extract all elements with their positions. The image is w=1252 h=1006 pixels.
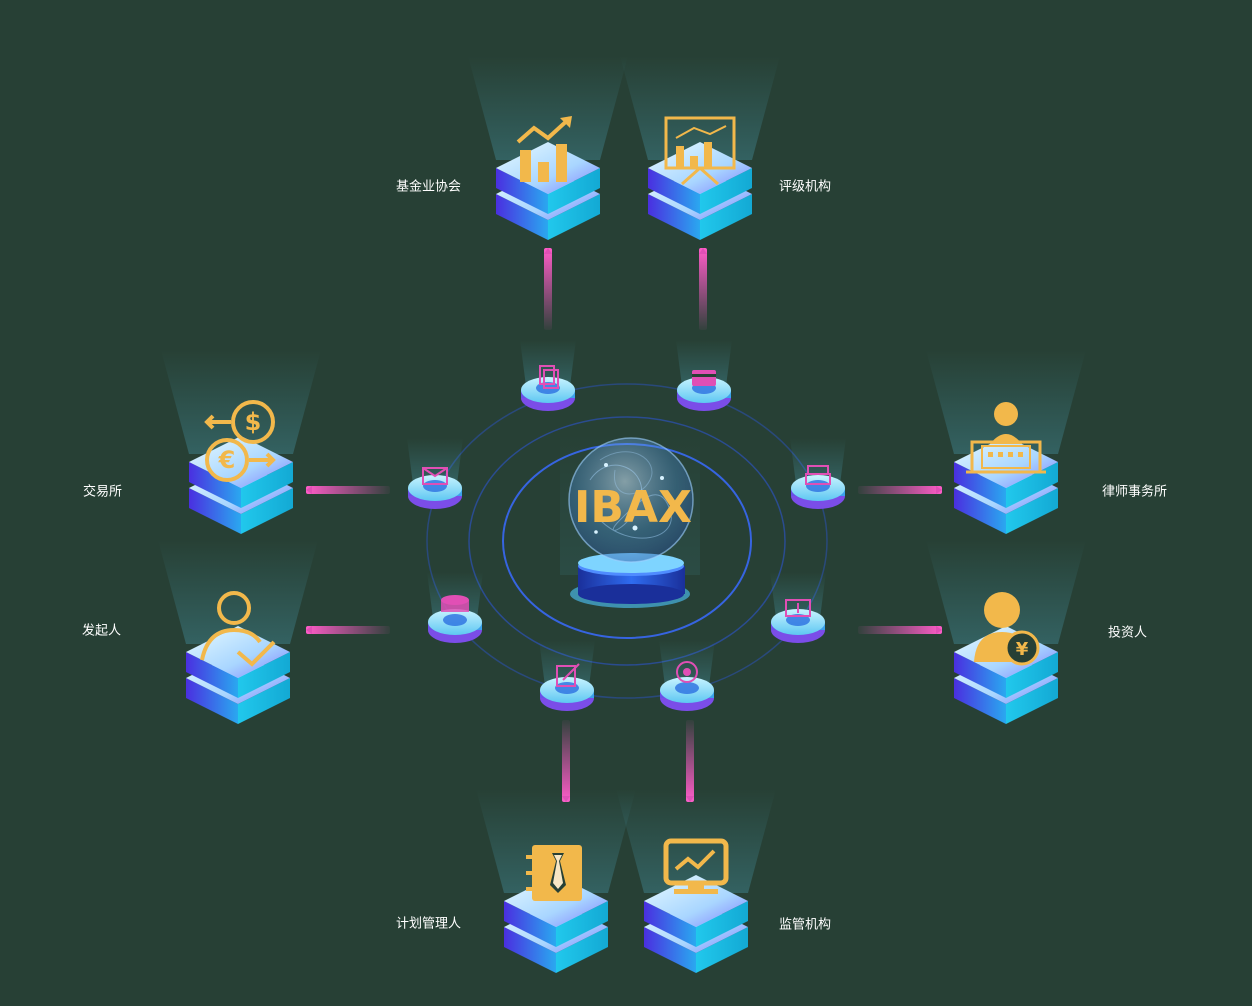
documents-icon bbox=[539, 365, 559, 389]
pedestal-ring bbox=[407, 340, 846, 711]
monitor-trend-icon bbox=[663, 838, 729, 894]
connector-regulator bbox=[686, 720, 694, 802]
node-investor: ¥ bbox=[926, 540, 1086, 724]
node-label-rating-agency: 评级机构 bbox=[779, 179, 832, 195]
wallet-yuan-icon bbox=[785, 599, 811, 617]
light-beam bbox=[468, 56, 628, 160]
orbit-rings bbox=[426, 383, 828, 699]
person-yuan-icon: ¥ bbox=[974, 592, 1040, 666]
light-beam bbox=[620, 56, 780, 160]
node-label-investor: 投资人 bbox=[1108, 625, 1148, 641]
connector-arrowhead bbox=[699, 248, 707, 254]
seal-stamp-icon bbox=[676, 661, 698, 683]
connector-law-firm bbox=[858, 486, 942, 494]
connector-fund-association bbox=[544, 248, 552, 330]
contract-sign-icon bbox=[556, 663, 580, 687]
pedestal bbox=[659, 640, 715, 711]
connector-exchange bbox=[306, 486, 390, 494]
pedestal bbox=[770, 572, 826, 643]
node-label-exchange: 交易所 bbox=[83, 484, 123, 500]
node-rating-agency bbox=[620, 56, 780, 240]
presentation-board-icon bbox=[664, 116, 736, 186]
light-beam bbox=[476, 789, 636, 893]
connector-arrowhead bbox=[306, 626, 312, 634]
light-beam bbox=[926, 540, 1086, 644]
ibax-core: IBAX bbox=[560, 432, 700, 608]
pedestal bbox=[520, 340, 576, 411]
connector-rating-agency bbox=[699, 248, 707, 330]
connector-lines bbox=[306, 248, 942, 802]
coin-stack-yuan-icon bbox=[441, 595, 469, 612]
node-label-sponsor: 发起人 bbox=[82, 623, 122, 639]
card-icon bbox=[692, 370, 716, 386]
pedestal bbox=[539, 640, 595, 711]
envelope-check-icon bbox=[422, 467, 448, 485]
node-sponsor bbox=[158, 540, 318, 724]
connector-arrowhead bbox=[306, 486, 312, 494]
pedestal bbox=[676, 340, 732, 411]
pedestal bbox=[427, 572, 483, 643]
currency-exchange-icon: $€ bbox=[204, 400, 276, 482]
svg-text:$: $ bbox=[245, 408, 262, 436]
person-check-icon bbox=[200, 591, 276, 667]
connector-sponsor bbox=[306, 626, 390, 634]
bar-chart-trending-up-icon bbox=[516, 116, 572, 182]
connector-arrowhead bbox=[936, 626, 942, 634]
connector-arrowhead bbox=[936, 486, 942, 494]
connector-plan-manager bbox=[562, 720, 570, 802]
node-law-firm bbox=[926, 350, 1086, 534]
node-label-law-firm: 律师事务所 bbox=[1102, 484, 1168, 500]
node-plan-manager bbox=[476, 789, 636, 973]
hub-title: IBAX bbox=[574, 482, 692, 533]
node-fund-association bbox=[468, 56, 628, 240]
pedestal bbox=[407, 438, 463, 509]
node-cubes: $€¥ bbox=[158, 56, 1086, 973]
connector-investor bbox=[858, 626, 942, 634]
node-exchange: $€ bbox=[161, 350, 321, 534]
notebook-tie-icon bbox=[526, 845, 582, 901]
node-label-regulator: 监管机构 bbox=[779, 917, 832, 933]
lawyer-desk-icon bbox=[966, 402, 1046, 474]
connector-arrowhead bbox=[544, 248, 552, 254]
svg-text:¥: ¥ bbox=[1016, 639, 1029, 660]
node-label-fund-association: 基金业协会 bbox=[396, 179, 462, 195]
pedestal bbox=[790, 438, 846, 509]
light-beam bbox=[161, 350, 321, 454]
node-label-plan-manager: 计划管理人 bbox=[396, 916, 462, 932]
printer-icon bbox=[805, 465, 831, 485]
svg-text:€: € bbox=[218, 446, 236, 474]
node-regulator bbox=[616, 789, 776, 973]
